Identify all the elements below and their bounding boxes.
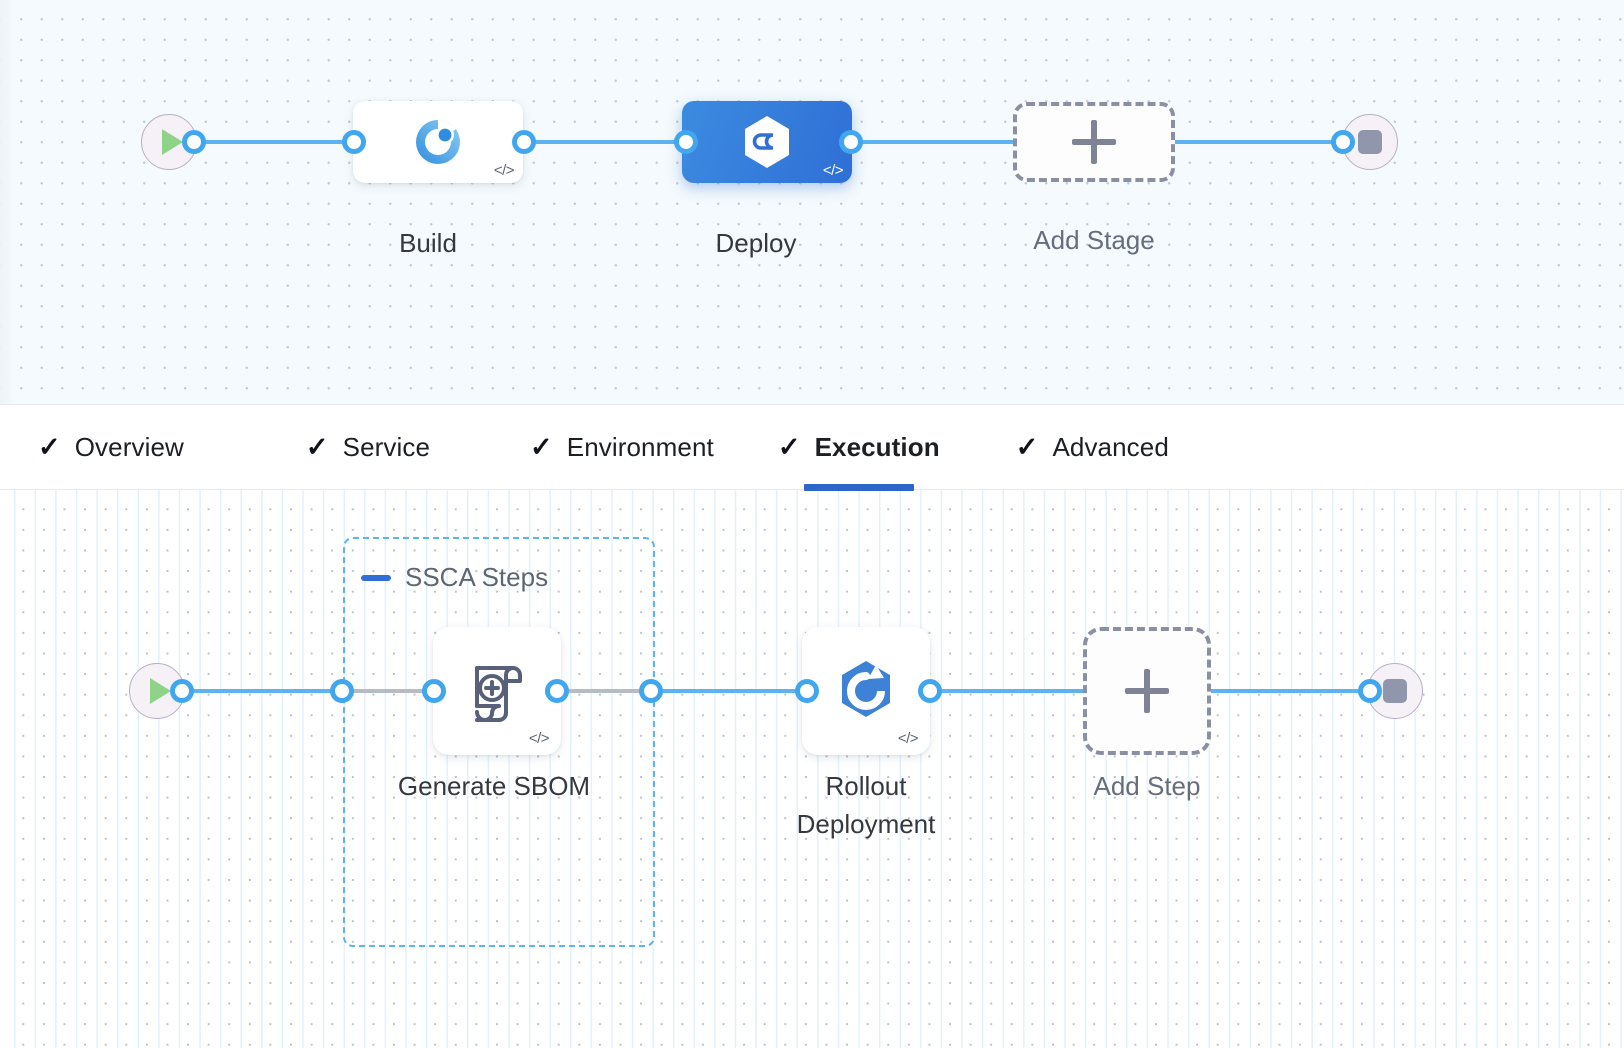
tab-execution-label: Execution <box>814 431 940 462</box>
step-node-generate-sbom[interactable]: </> <box>433 627 561 755</box>
step-group-ssca[interactable] <box>343 537 655 947</box>
harness-hex-icon <box>737 112 797 172</box>
tab-advanced-label: Advanced <box>1052 431 1169 462</box>
step-end-port[interactable] <box>1358 679 1382 703</box>
tab-overview[interactable]: ✓ Overview <box>36 404 186 490</box>
stop-icon <box>1383 679 1407 703</box>
step-port-rollout-in[interactable] <box>795 679 819 703</box>
wire-add-to-end <box>1160 140 1370 144</box>
stage-port-deploy-in[interactable] <box>674 130 698 154</box>
stop-icon <box>1358 130 1382 154</box>
deploy-code-chip[interactable]: </> <box>822 162 844 179</box>
stage-port-deploy-out[interactable] <box>839 130 863 154</box>
play-icon <box>149 678 171 704</box>
build-pie-icon <box>411 115 465 169</box>
check-icon: ✓ <box>305 431 329 462</box>
step-port-sbom-in[interactable] <box>422 679 446 703</box>
stage-start-node[interactable] <box>141 114 197 170</box>
wire-add-to-end <box>1205 689 1375 693</box>
wire-start-to-group <box>174 689 350 693</box>
step-start-node[interactable] <box>129 663 185 719</box>
tab-active-indicator <box>803 484 914 491</box>
step-group-exit-port[interactable] <box>639 679 663 703</box>
wire-deploy-to-add <box>845 140 1025 144</box>
step-caption-rollout-deployment: Rollout Deployment <box>796 771 936 840</box>
wire-build-to-deploy <box>520 140 690 144</box>
rollout-code-chip[interactable]: </> <box>897 730 919 747</box>
stage-config-tabs: ✓ Overview ✓ Service ✓ Environment ✓ Exe… <box>0 404 1624 491</box>
add-stage-caption: Add Stage <box>1033 225 1155 255</box>
wire-group-to-rollout <box>648 689 813 693</box>
rollout-hex-icon <box>832 657 900 725</box>
check-icon: ✓ <box>38 431 61 462</box>
stage-canvas[interactable]: </> Build </> Deploy Add Stage <box>0 0 1624 415</box>
add-step-button[interactable] <box>1083 627 1211 755</box>
check-icon: ✓ <box>1015 431 1039 462</box>
generate-sbom-code-chip[interactable]: </> <box>528 730 550 747</box>
play-icon <box>161 129 183 155</box>
stage-end-port[interactable] <box>1331 130 1355 154</box>
stage-start-port[interactable] <box>182 130 206 154</box>
stage-caption-deploy: Deploy <box>715 228 797 258</box>
step-port-sbom-out[interactable] <box>545 679 569 703</box>
build-code-chip[interactable]: </> <box>493 162 515 179</box>
stage-caption-build: Build <box>399 228 457 258</box>
minus-icon[interactable] <box>361 574 391 581</box>
tab-service[interactable]: ✓ Service <box>304 404 432 490</box>
step-caption-generate-sbom: Generate SBOM <box>397 771 591 801</box>
plus-icon <box>1072 120 1116 164</box>
stage-node-build[interactable]: </> <box>353 101 523 183</box>
plus-icon <box>1125 669 1169 713</box>
add-step-caption: Add Step <box>1093 771 1201 801</box>
step-start-port[interactable] <box>170 679 194 703</box>
tab-advanced[interactable]: ✓ Advanced <box>1014 404 1171 490</box>
step-node-rollout-deployment[interactable]: </> <box>802 627 930 755</box>
stage-port-build-in[interactable] <box>342 130 366 154</box>
wire-start-to-build <box>185 140 360 144</box>
wire-rollout-to-add <box>925 689 1090 693</box>
tab-execution[interactable]: ✓ Execution <box>776 404 942 491</box>
step-group-ssca-label: SSCA Steps <box>405 562 549 592</box>
check-icon: ✓ <box>777 431 801 462</box>
tab-overview-label: Overview <box>74 431 184 462</box>
step-group-ssca-header[interactable]: SSCA Steps <box>361 562 548 593</box>
execution-steps-canvas[interactable]: SSCA Steps <box>0 489 1624 1048</box>
wire-group-to-sbom <box>340 689 438 693</box>
step-port-rollout-out[interactable] <box>918 679 942 703</box>
add-stage-button[interactable] <box>1013 102 1175 182</box>
tab-environment[interactable]: ✓ Environment <box>528 404 716 490</box>
tab-environment-label: Environment <box>566 431 714 462</box>
wire-sbom-to-groupend <box>552 689 652 693</box>
step-group-entry-port[interactable] <box>330 679 354 703</box>
stage-node-deploy[interactable]: </> <box>682 101 852 183</box>
check-icon: ✓ <box>530 431 553 462</box>
stage-port-build-out[interactable] <box>512 130 536 154</box>
tab-service-label: Service <box>342 431 431 462</box>
sbom-scroll-icon <box>460 654 534 728</box>
